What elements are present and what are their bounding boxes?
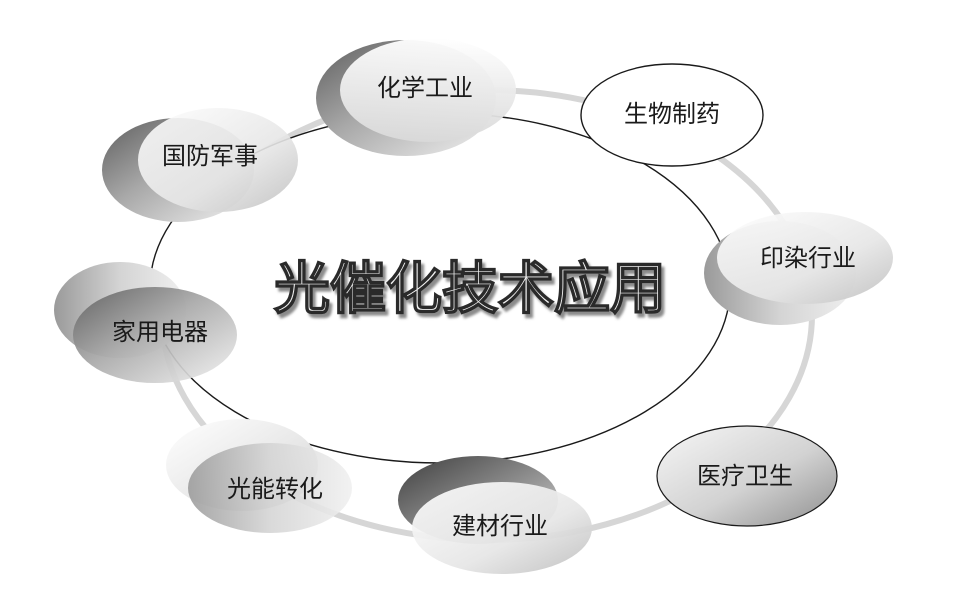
node-solar-label: 光能转化 [227, 475, 323, 503]
center-title: 光催化技术应用 [274, 257, 666, 322]
node-solar-front [188, 443, 352, 533]
node-defense-label: 国防军事 [162, 142, 258, 170]
node-defense-front [138, 108, 298, 212]
node-defense: 国防军事 [102, 108, 298, 222]
node-chemical-label: 化学工业 [377, 74, 473, 102]
node-dyeing: 印染行业 [704, 212, 893, 325]
node-medical-label: 医疗卫生 [697, 462, 793, 490]
node-chemical-industry: 化学工业 [316, 38, 516, 156]
node-bio-pharma: 生物制药 [580, 63, 764, 167]
node-bio-pharma-outline [580, 63, 764, 167]
node-appliance-label: 家用电器 [112, 318, 208, 346]
node-building-materials: 建材行业 [398, 456, 592, 574]
node-medical: 医疗卫生 [656, 425, 838, 527]
node-dyeing-label: 印染行业 [760, 244, 856, 272]
node-bio-pharma-label: 生物制药 [624, 100, 720, 128]
node-solar-conversion: 光能转化 [166, 419, 352, 533]
node-building-front [412, 482, 592, 574]
node-appliance-front [73, 287, 237, 383]
node-medical-ellipse [656, 425, 838, 527]
node-dyeing-front [717, 212, 893, 304]
node-building-label: 建材行业 [452, 512, 548, 540]
node-home-appliance: 家用电器 [54, 262, 237, 383]
node-chemical-front [340, 38, 516, 142]
